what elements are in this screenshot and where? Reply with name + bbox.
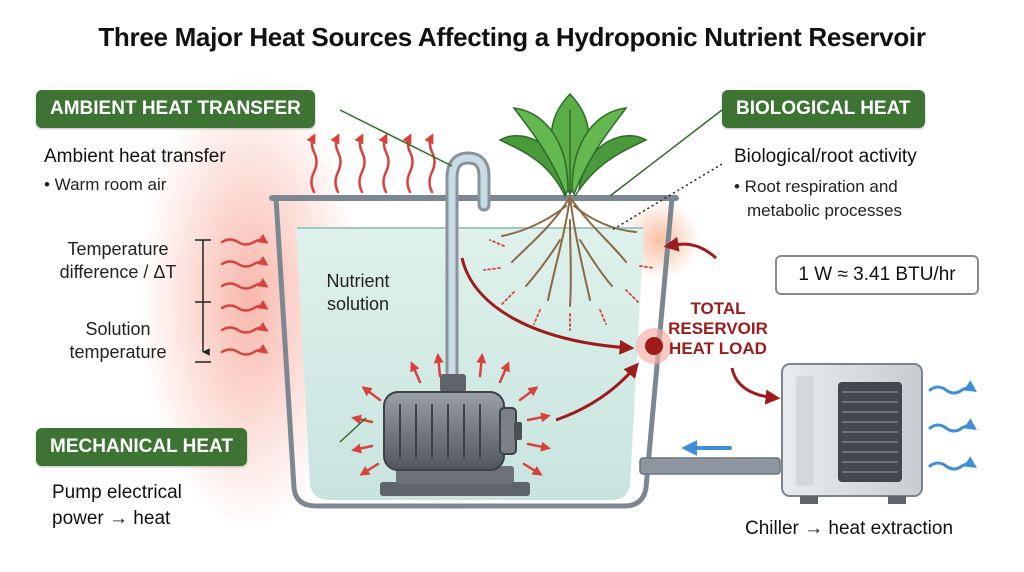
badge-leader-lines	[339, 109, 723, 443]
mechanical-heat-line-2: power → heat	[52, 508, 171, 529]
biological-heat-heading: Biological/root activity	[734, 146, 917, 167]
mechanical-heat-line-1: Pump electrical	[52, 482, 182, 503]
total-heat-load-label: TOTAL RESERVOIR HEAT LOAD	[668, 299, 768, 358]
ambient-heat-bullet: • Warm room air	[44, 175, 167, 194]
plant-roots	[501, 195, 637, 307]
page-title: Three Major Heat Sources Affecting a Hyd…	[98, 22, 926, 52]
pump-heat-arrows	[351, 353, 551, 476]
pump-outlet-pipe-inner	[448, 154, 488, 384]
temperature-gauge-scale	[195, 239, 211, 363]
nutrient-solution-label: Nutrient solution	[326, 271, 390, 314]
biological-heat-bullet-2: metabolic processes	[747, 201, 902, 220]
conversion-formula-box: 1 W ≈ 3.41 BTU/hr	[775, 255, 979, 295]
biological-heat-bullet-1: • Root respiration and	[734, 177, 898, 196]
side-heat-arrows	[220, 233, 269, 356]
ambient-heat-heading: Ambient heat transfer	[44, 146, 226, 167]
temperature-difference-label: Temperature difference / ΔT	[59, 239, 177, 282]
reservoir-tank	[273, 195, 675, 509]
cool-air-arrows	[928, 380, 977, 471]
solution-temperature-label: Solution temperature	[69, 319, 167, 362]
biological-heat-badge: BIOLOGICAL HEAT	[722, 90, 925, 128]
chiller-label: Chiller → heat extraction	[745, 518, 954, 539]
heat-flow-arrows	[460, 236, 781, 422]
ambient-heat-glow	[140, 70, 360, 530]
plant-leaves	[498, 92, 648, 199]
mechanical-heat-badge: MECHANICAL HEAT	[36, 428, 247, 466]
ambient-heat-badge: AMBIENT HEAT TRANSFER	[36, 90, 315, 128]
submersible-pump	[380, 374, 530, 496]
root-leader-line	[611, 163, 723, 231]
chiller-unit	[639, 363, 923, 504]
root-heat-arrows	[483, 239, 655, 331]
heat-load-point	[645, 337, 663, 355]
